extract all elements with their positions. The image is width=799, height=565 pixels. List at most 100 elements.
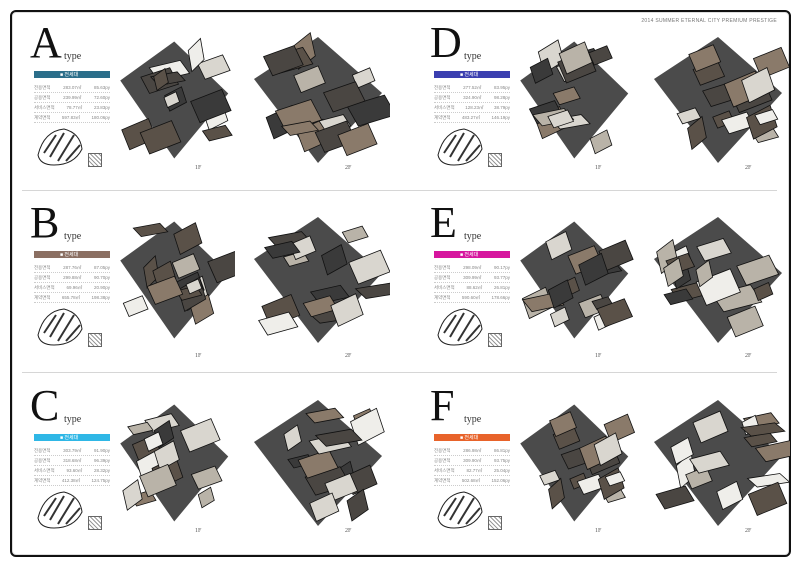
area-sqm: 88.62㎡ [466,285,483,290]
area-py: 152.06py [491,478,510,483]
area-table: 전용면적 277.52㎡ 83.95py 공용면적 324.90㎡ 98.28p… [434,83,510,123]
area-label: 전용면적 [34,265,51,270]
qr-code-icon [88,516,102,530]
area-label: 계약면적 [434,115,451,120]
qr-code-icon [88,153,102,167]
row-divider-1 [22,190,777,191]
area-label: 공용면적 [34,95,51,100]
floor-label-2f: 2F [345,528,352,534]
site-map-icon [34,305,86,349]
qr-code-icon [488,153,502,167]
area-py: 93.75py [493,458,510,463]
area-py: 124.75py [91,478,110,483]
area-py: 98.28py [493,95,510,100]
floor-label-1f: 1F [195,165,202,171]
floor-plan-2f [230,30,397,175]
floor-plan-1f [500,398,636,533]
area-label: 공용면적 [34,458,51,463]
floor-label-2f: 2F [345,165,352,171]
area-label: 서비스면적 [34,468,55,473]
area-py: 178.66py [491,295,510,300]
area-py: 28.32py [93,468,110,473]
area-label: 계약면적 [434,478,451,483]
area-label: 계약면적 [434,295,451,300]
site-map-icon [34,488,86,532]
area-row: 서비스면적 93.60㎡ 28.32py [34,466,110,476]
area-sqm: 590.60㎡ [461,295,481,300]
row-divider-2 [22,372,777,373]
area-row: 전용면적 286.98㎡ 86.81py [434,446,510,456]
area-label: 공용면적 [34,275,51,280]
area-sqm: 128.23㎡ [465,105,484,110]
area-py: 85.63py [93,85,110,90]
area-label: 계약면적 [34,478,51,483]
type-letter: C [30,381,60,430]
type-color-bar: ■ 전세대 [434,251,510,258]
area-sqm: 298.09㎡ [463,265,482,270]
area-row: 서비스면적 78.77㎡ 23.83py [34,103,110,113]
area-row: 공용면적 309.99㎡ 93.77py [434,273,510,283]
area-sqm: 597.83㎡ [61,115,81,120]
area-row: 공용면적 309.90㎡ 93.75py [434,456,510,466]
area-table: 전용면적 287.76㎡ 87.05py 공용면적 299.88㎡ 90.70p… [34,263,110,303]
area-row: 계약면적 412.38㎡ 124.75py [34,476,110,486]
area-table: 전용면적 286.98㎡ 86.81py 공용면적 309.90㎡ 93.75p… [434,446,510,486]
area-row: 공용면적 318.68㎡ 96.39py [34,456,110,466]
area-row: 전용면적 298.09㎡ 90.17py [434,263,510,273]
site-map-icon [434,305,486,349]
area-py: 23.83py [93,105,110,110]
area-py: 91.90py [93,448,110,453]
type-suffix: type [64,231,82,242]
area-label: 서비스면적 [434,105,455,110]
area-sqm: 655.78㎡ [61,295,81,300]
floor-label-2f: 2F [745,165,752,171]
header-note: 2014 SUMMER ETERNAL CITY PREMIUM PRESTIG… [641,18,777,24]
area-label: 서비스면적 [434,285,455,290]
area-py: 198.38py [91,295,110,300]
area-table: 전용면적 283.07㎡ 85.63py 공용면적 239.99㎡ 72.60p… [34,83,110,123]
area-table: 전용면적 298.09㎡ 90.17py 공용면적 309.99㎡ 93.77p… [434,263,510,303]
floor-plan-2f [630,210,790,355]
area-table: 전용면적 303.79㎡ 91.90py 공용면적 318.68㎡ 96.39p… [34,446,110,486]
floor-plan-2f [230,210,402,355]
area-sqm: 502.68㎡ [461,478,481,483]
area-py: 180.06py [91,115,110,120]
area-sqm: 483.27㎡ [461,115,481,120]
area-label: 전용면적 [434,265,451,270]
floor-label-2f: 2F [745,528,752,534]
type-suffix: type [64,51,82,62]
area-sqm: 318.68㎡ [63,458,82,463]
area-py: 96.39py [93,458,110,463]
site-map-icon [34,125,86,169]
floor-label-1f: 1F [195,528,202,534]
area-row: 공용면적 239.99㎡ 72.60py [34,93,110,103]
type-letter: F [430,381,455,430]
unit-type-d: D type ■ 전세대 전용면적 277.52㎡ 83.95py 공용면적 3… [420,15,799,195]
type-letter: B [30,198,60,247]
area-sqm: 239.99㎡ [63,95,82,100]
area-py: 90.17py [493,265,510,270]
area-label: 계약면적 [34,295,51,300]
floor-label-1f: 1F [195,353,202,359]
floor-plan-1f [100,35,235,170]
qr-code-icon [488,333,502,347]
area-row: 공용면적 299.88㎡ 90.70py [34,273,110,283]
qr-code-icon [488,516,502,530]
area-row: 전용면적 283.07㎡ 85.63py [34,83,110,93]
area-py: 146.19py [491,115,510,120]
area-sqm: 93.60㎡ [66,468,83,473]
type-color-bar: ■ 전세대 [34,71,110,78]
area-row: 서비스면적 69.96㎡ 20.90py [34,283,110,293]
area-py: 26.81py [493,285,510,290]
type-suffix: type [464,51,482,62]
area-sqm: 303.79㎡ [63,448,82,453]
floor-plan-2f [630,393,799,538]
area-sqm: 82.77㎡ [466,468,483,473]
area-py: 72.60py [93,95,110,100]
floor-label-1f: 1F [595,353,602,359]
type-badge: ■ 전세대 [60,72,79,78]
area-row: 전용면적 277.52㎡ 83.95py [434,83,510,93]
area-row: 계약면적 655.78㎡ 198.38py [34,293,110,303]
area-sqm: 283.07㎡ [63,85,82,90]
area-row: 서비스면적 88.62㎡ 26.81py [434,283,510,293]
